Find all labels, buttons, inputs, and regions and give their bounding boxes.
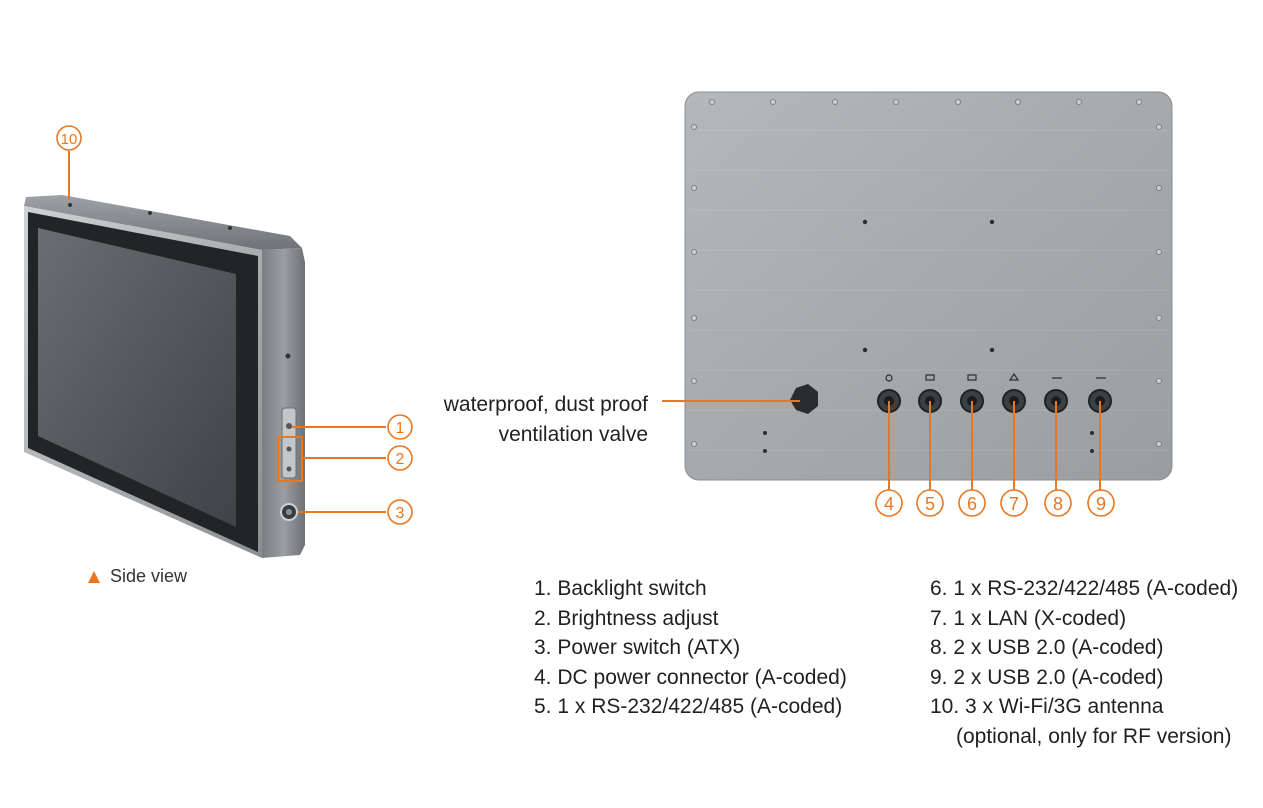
power-icon <box>885 374 893 382</box>
legend-item: 9. 2 x USB 2.0 (A-coded) <box>930 665 1164 689</box>
lan-icon <box>1008 372 1020 381</box>
valve-label-line2: ventilation valve <box>498 423 648 446</box>
rear-callout-lines <box>662 400 1101 490</box>
side-screw <box>285 353 291 359</box>
callout-circle <box>387 414 413 440</box>
callout-9: 9 <box>1087 489 1115 517</box>
port-icons <box>885 372 1106 382</box>
legend-item: 10. 3 x Wi-Fi/3G antenna <box>930 695 1164 718</box>
callout-10: 10 <box>56 125 82 151</box>
top-edge <box>24 195 302 250</box>
triangle-icon <box>88 570 100 583</box>
callout-number: 5 <box>925 494 935 514</box>
display-screen <box>38 228 236 527</box>
callout-number: 1 <box>396 420 405 437</box>
side-callout-lines <box>68 151 386 513</box>
callout-number: 6 <box>967 494 977 514</box>
callout-2: 2 <box>387 445 413 471</box>
callout-number: 8 <box>1053 494 1063 514</box>
legend-item: 5. 1 x RS-232/422/485 (A-coded) <box>534 695 843 718</box>
callout-4: 4 <box>875 489 903 517</box>
antenna-hole <box>228 226 232 230</box>
ventilation-valve-label: waterproof, dust proof ventilation valve <box>380 390 648 450</box>
callout-number: 10 <box>61 131 78 148</box>
callout-circle <box>916 489 944 517</box>
legend-item-note: (optional, only for RF version) <box>956 724 1232 748</box>
callout-circle <box>1044 489 1072 517</box>
callout-circle <box>1087 489 1115 517</box>
callout-number: 9 <box>1096 494 1106 514</box>
legend-item: 8. 2 x USB 2.0 (A-coded) <box>930 636 1164 659</box>
serial-icon <box>925 374 935 381</box>
antenna-hole <box>68 203 72 207</box>
brightness-up <box>286 446 292 452</box>
callout-circle <box>387 499 413 525</box>
power-switch-center <box>286 509 292 515</box>
callout-number: 2 <box>396 451 405 468</box>
callout-circle <box>875 489 903 517</box>
vesa-holes <box>763 219 1094 453</box>
callout-circle <box>1000 489 1028 517</box>
callout-circle <box>387 445 413 471</box>
side-view-caption: Side view <box>88 566 187 587</box>
callout-number: 4 <box>884 494 894 514</box>
valve-label-line1: waterproof, dust proof <box>443 393 648 416</box>
legend-left: 1. Backlight switch 2. Brightness adjust… <box>534 574 847 722</box>
callout-number: 3 <box>396 505 405 522</box>
callout-number: 7 <box>1009 494 1019 514</box>
legend-right: 6. 1 x RS-232/422/485 (A-coded) 7. 1 x L… <box>930 574 1238 751</box>
callout-circle <box>56 125 82 151</box>
callout-7: 7 <box>1000 489 1028 517</box>
rear-view-panel <box>684 91 1173 481</box>
button-strip <box>281 407 297 479</box>
side-view-caption-text: Side view <box>110 566 188 586</box>
callout-1: 1 <box>387 414 413 440</box>
antenna-hole <box>148 211 152 215</box>
legend-item: 2. Brightness adjust <box>534 606 719 630</box>
ventilation-valve <box>790 384 818 414</box>
edge-screws <box>691 99 1162 447</box>
side-view-panel-pc <box>24 195 305 558</box>
rear-panel-body <box>684 91 1173 481</box>
callout-3: 3 <box>387 499 413 525</box>
callout-8: 8 <box>1044 489 1072 517</box>
callout-6: 6 <box>958 489 986 517</box>
backlight-switch <box>286 423 292 429</box>
callout-5: 5 <box>916 489 944 517</box>
legend-item: 7. 1 x LAN (X-coded) <box>930 606 1127 630</box>
serial-icon <box>967 374 977 381</box>
legend-item: 4. DC power connector (A-coded) <box>534 665 847 689</box>
legend-item: 1. Backlight switch <box>534 577 707 600</box>
callout-circle <box>958 489 986 517</box>
legend-item: 6. 1 x RS-232/422/485 (A-coded) <box>930 577 1239 600</box>
brightness-down <box>286 466 292 472</box>
legend-item: 3. Power switch (ATX) <box>534 636 741 659</box>
